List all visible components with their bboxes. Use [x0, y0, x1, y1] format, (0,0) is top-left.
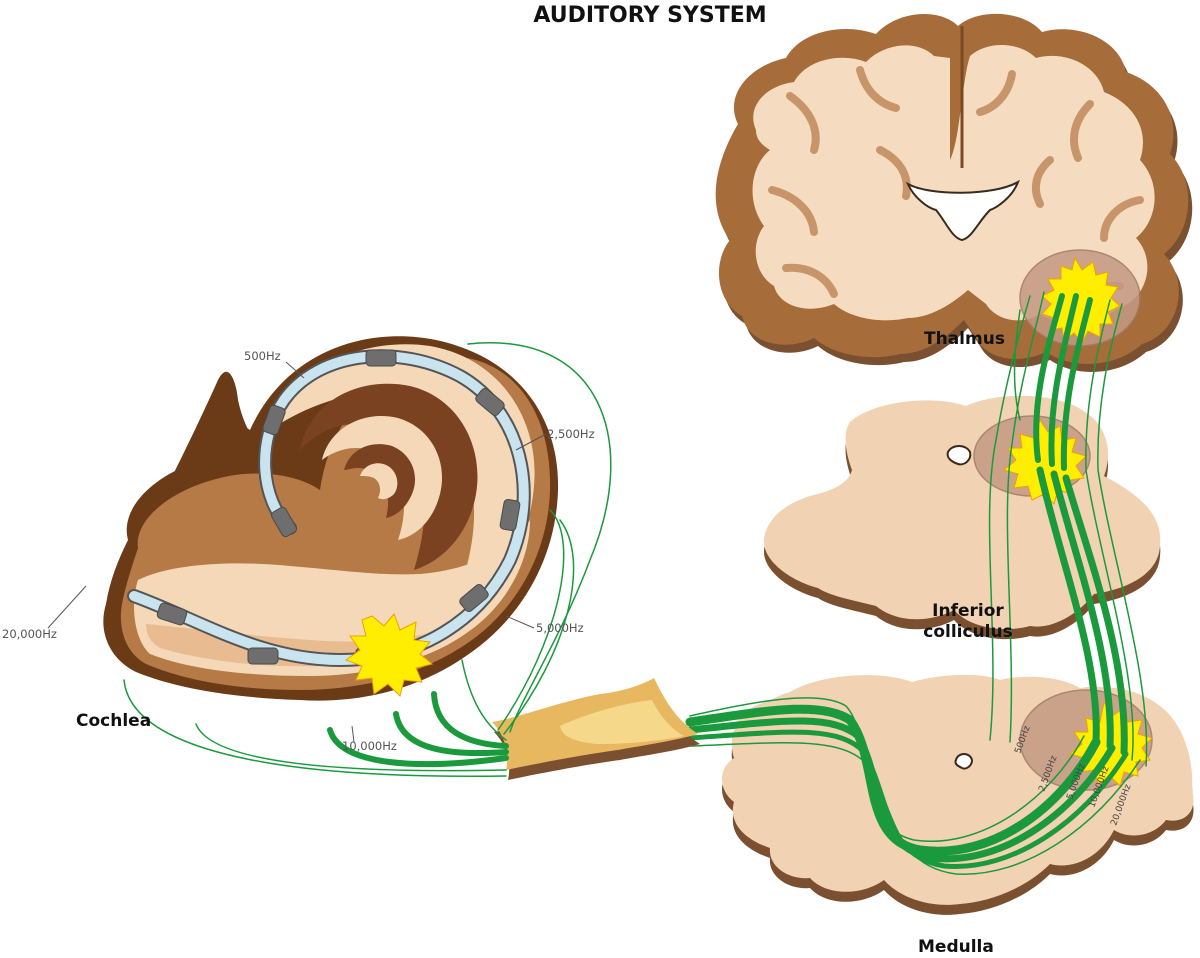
cochlear-fiber-thin-6	[467, 342, 612, 733]
cochlea-whorl-core-light	[322, 415, 443, 540]
cochlear-fiber-thin-3	[461, 659, 507, 741]
label-medulla: Medulla	[918, 937, 994, 957]
fiber-bundle-4	[1033, 293, 1065, 463]
cochlea-activation-icon	[344, 613, 434, 697]
auditory-nerve-medulla-fibers	[685, 697, 1141, 875]
leader-10000hz	[351, 725, 355, 743]
thin-fiber-3	[1085, 299, 1134, 761]
freq-label-20000hz: 20,000Hz	[2, 627, 57, 641]
cochlea-vestibule-spike	[150, 371, 268, 520]
cochlear-fiber-thick-3	[431, 691, 509, 749]
freq-label-10000hz: 10,000Hz	[342, 739, 397, 753]
medulla-fiber-thin-1	[689, 697, 1085, 842]
lateral-ventricle	[905, 179, 1020, 242]
leader-20000hz	[47, 585, 87, 629]
thin-fiber-5	[1013, 309, 1021, 421]
leader-500hz	[285, 361, 305, 379]
leader-5000hz	[505, 615, 535, 629]
medulla-fiber-thick-2	[686, 717, 1116, 863]
cochlear-fiber-thin-4	[497, 509, 565, 731]
auditory-nerve-trunk	[492, 678, 700, 780]
ascending-pathway-fibers	[988, 291, 1148, 767]
cochlear-fiber-thin-1	[123, 679, 507, 778]
cochlear-fiber-thick-2	[393, 711, 509, 757]
basilar-membrane	[129, 351, 529, 666]
cochlear-fiber-thick-1	[327, 727, 509, 768]
cerebral-aqueduct	[946, 445, 972, 466]
cochlear-fiber-thin-2	[195, 723, 507, 772]
cochlea-whorl-core-dark	[344, 444, 416, 518]
label-thalamus: Thalmus	[924, 329, 1005, 349]
freq-label-500hz: 500Hz	[244, 349, 281, 363]
fiber-bundle-1	[1036, 466, 1100, 744]
freq-label-5000hz: 5,000Hz	[536, 621, 584, 635]
thin-fiber-1	[988, 295, 1031, 741]
fiber-bundle-3	[1062, 474, 1128, 756]
fiber-bundle-5	[1048, 293, 1079, 467]
brain-coronal-section	[715, 13, 1193, 372]
thin-fiber-2	[1006, 291, 1045, 743]
basilar-membrane-markers	[156, 349, 521, 665]
diagram-title: AUDITORY SYSTEM	[533, 3, 766, 28]
nerve-trunk-highlight	[560, 700, 684, 744]
label-cochlea: Cochlea	[76, 711, 151, 731]
medulla-section	[722, 674, 1194, 915]
fiber-bundle-2	[1050, 470, 1114, 750]
thin-fiber-4	[1097, 303, 1148, 767]
freq-label-2500hz: 2,500Hz	[547, 427, 595, 441]
cochlea	[103, 336, 559, 701]
cochlear-fiber-thin-5	[503, 519, 575, 735]
cochlear-nerve-fibers	[123, 342, 612, 778]
medulla-fiber-thin-2	[689, 742, 1141, 875]
cochlea-whorl-inner	[300, 383, 478, 570]
cochlea-whorl-outer	[270, 344, 535, 604]
medulla-central-canal	[954, 753, 974, 770]
cochlea-whorl-center	[360, 463, 398, 500]
brain-white-matter	[752, 44, 1155, 324]
fiber-bundle-6	[1060, 297, 1093, 471]
leader-2500hz	[515, 433, 547, 451]
